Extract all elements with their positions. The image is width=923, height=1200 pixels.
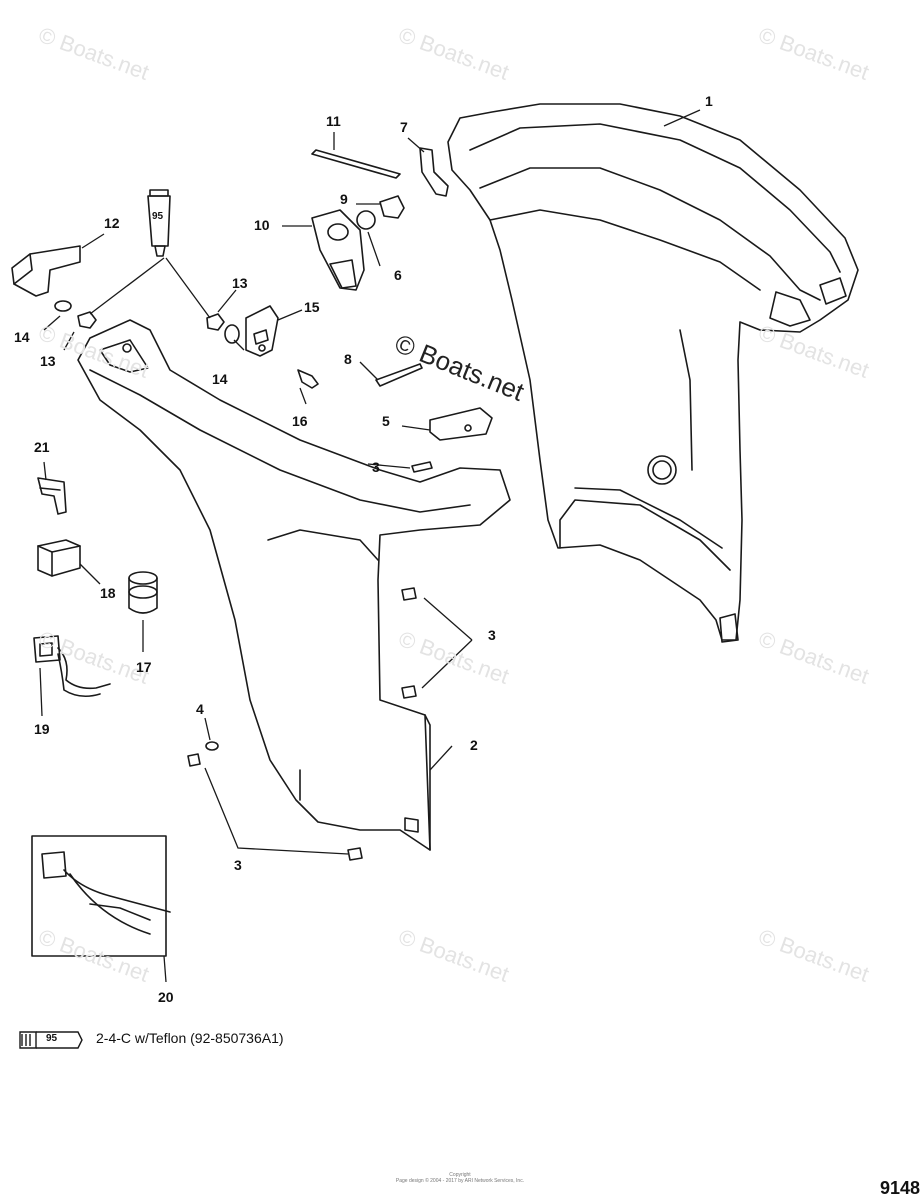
- callout-9: 9: [340, 191, 348, 207]
- nut-part-13-b: [206, 313, 225, 331]
- clip-part-21: [37, 477, 67, 515]
- bolt-part-8: [375, 363, 423, 387]
- harness-kit-part-20: [31, 835, 171, 957]
- callout-21: 21: [34, 439, 50, 455]
- bushing-part-9: [379, 195, 405, 219]
- callout-5: 5: [382, 413, 390, 429]
- washer-part-14-b: [224, 324, 240, 344]
- plate-part-15: [245, 305, 279, 357]
- callout-15: 15: [304, 299, 320, 315]
- callout-11: 11: [326, 113, 341, 129]
- callout-13: 13: [232, 275, 248, 291]
- callout-14: 14: [212, 371, 228, 387]
- callout-14: 14: [14, 329, 30, 345]
- callout-1: 1: [705, 93, 713, 109]
- callout-8: 8: [344, 351, 352, 367]
- screw-part-3-b: [401, 587, 417, 601]
- legend: 95 2-4-C w/Teflon (92-850736A1): [20, 1030, 284, 1046]
- screw-part-3-e: [347, 847, 363, 861]
- callout-4: 4: [196, 701, 204, 717]
- callout-16: 16: [292, 413, 308, 429]
- legend-text: 2-4-C w/Teflon (92-850736A1): [96, 1030, 284, 1046]
- switch-harness-part-19: [33, 635, 111, 698]
- callout-10: 10: [254, 217, 270, 233]
- screw-part-16: [297, 369, 319, 389]
- callout-6: 6: [394, 267, 402, 283]
- callout-17: 17: [136, 659, 152, 675]
- callout-7: 7: [400, 119, 408, 135]
- callout-20: 20: [158, 989, 174, 1005]
- legend-tube-label: 95: [46, 1032, 58, 1044]
- glue-tube-label: 95: [152, 211, 164, 222]
- glue-tube-95: [147, 189, 171, 257]
- screw-part-3-c: [401, 685, 417, 699]
- callout-18: 18: [100, 585, 116, 601]
- washer-part-4: [205, 741, 219, 751]
- copyright-line: Page design © 2004 - 2017 by ARI Network…: [395, 1178, 525, 1184]
- callout-3: 3: [234, 857, 242, 873]
- callout-12: 12: [104, 215, 120, 231]
- lower-cowl-part-2: [77, 319, 511, 851]
- leader-lines: [39, 109, 701, 983]
- copyright: Copyright Page design © 2004 - 2017 by A…: [380, 1172, 540, 1184]
- screw-part-3-d: [187, 753, 201, 767]
- latch-part-5: [429, 407, 493, 441]
- callout-3: 3: [488, 627, 496, 643]
- callout-2: 2: [470, 737, 478, 753]
- grommet-part-17: [128, 571, 158, 614]
- washer-part-6: [356, 210, 376, 230]
- callout-3: 3: [372, 459, 380, 475]
- washer-part-14-a: [54, 300, 72, 312]
- rear-cowl-part-1: [447, 103, 859, 643]
- bracket-part-10: [311, 209, 365, 291]
- callout-19: 19: [34, 721, 50, 737]
- legend-tube-icon: [19, 1031, 83, 1049]
- handle-part-12: [11, 245, 81, 297]
- callout-13: 13: [40, 353, 56, 369]
- clip-part-7: [419, 147, 449, 197]
- nut-part-13-a: [77, 311, 97, 329]
- figure-number: 9148: [880, 1178, 921, 1198]
- screw-part-3-a: [411, 461, 433, 473]
- plug-part-18: [37, 539, 81, 577]
- copyright-line: Copyright: [449, 1172, 471, 1178]
- rod-part-11: [311, 149, 401, 179]
